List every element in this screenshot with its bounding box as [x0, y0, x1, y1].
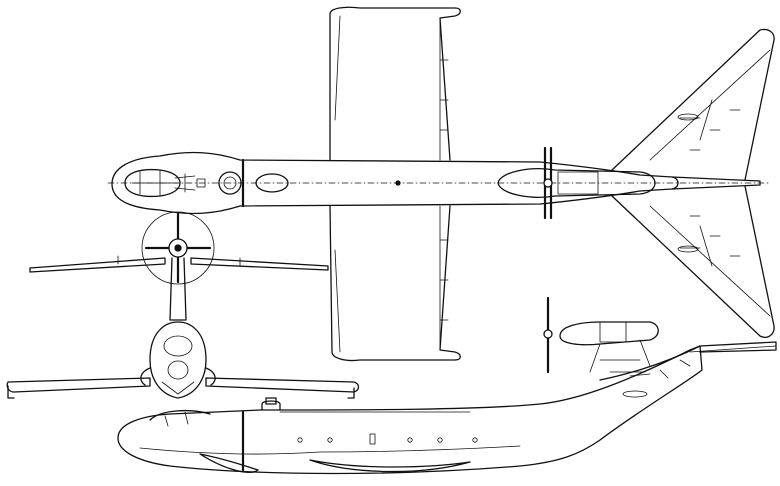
- front-prop-center: [174, 244, 182, 252]
- top-tail-pod-lower: [677, 245, 699, 253]
- top-tail-upper: [611, 28, 775, 181]
- top-wing-upper: [329, 6, 461, 161]
- side-cockpit: [149, 410, 211, 421]
- top-hatch: [196, 178, 206, 188]
- side-porthole: [407, 437, 413, 443]
- front-cockpit: [163, 335, 193, 357]
- top-center-dot: [395, 180, 401, 186]
- side-fin-lines: [599, 359, 691, 379]
- top-tail-cone: [671, 176, 761, 190]
- side-door: [369, 433, 376, 445]
- side-tailplane: [689, 345, 777, 353]
- side-prop-hub: [543, 329, 553, 339]
- side-turret-top: [265, 397, 277, 405]
- top-turret: [218, 171, 242, 195]
- top-wing-lower: [329, 205, 461, 362]
- side-fin-pod: [622, 390, 648, 398]
- front-prop-disc: [141, 211, 215, 285]
- top-prop-hub: [543, 178, 553, 188]
- top-tail-lower: [611, 185, 775, 338]
- top-wing-upper-lines: [334, 15, 449, 161]
- front-hull-flare: [140, 367, 216, 386]
- side-porthole: [297, 437, 303, 443]
- side-step-front: [199, 453, 259, 473]
- side-porthole: [437, 437, 443, 443]
- top-engine-box: [557, 171, 599, 195]
- side-engine-box: [599, 321, 627, 343]
- top-wing-lower-lines: [334, 205, 449, 353]
- front-hull-lines: [161, 381, 195, 395]
- top-view: [107, 6, 775, 362]
- side-turret: [261, 400, 281, 411]
- front-tail-fins: [117, 255, 241, 267]
- side-hull: [117, 345, 703, 475]
- side-engine-nacelle: [559, 321, 659, 346]
- front-pylon: [169, 257, 187, 321]
- side-cockpit-frame: [164, 411, 189, 427]
- front-nose: [167, 360, 189, 380]
- side-porthole: [327, 437, 333, 443]
- top-tail-lower-lines: [649, 205, 771, 317]
- top-tail-upper-lines: [649, 49, 771, 161]
- side-view: [117, 296, 777, 475]
- side-fin: [599, 341, 777, 381]
- front-fuselage: [149, 321, 207, 399]
- top-canopy-frame: [131, 169, 179, 197]
- side-pylon: [589, 339, 651, 373]
- top-tail-pod-upper: [677, 113, 699, 121]
- top-turret-inner: [223, 176, 237, 190]
- top-fuselage: [111, 151, 679, 215]
- top-fairing-front: [255, 173, 289, 193]
- side-step-rear: [309, 459, 471, 473]
- top-canopy: [124, 168, 181, 198]
- side-chine: [139, 445, 521, 455]
- front-wingtip-floats: [7, 385, 355, 399]
- front-view: [6, 211, 360, 399]
- top-nose-detail: [174, 173, 196, 193]
- top-engine-nacelle: [497, 168, 656, 198]
- side-porthole: [472, 437, 478, 443]
- front-tailplane: [29, 257, 329, 273]
